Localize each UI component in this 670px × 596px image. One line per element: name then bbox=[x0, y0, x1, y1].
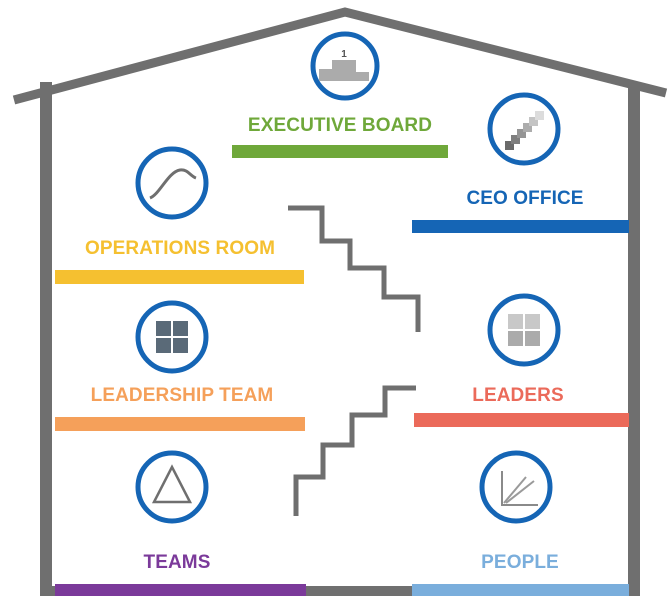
lower-staircase bbox=[293, 385, 416, 516]
operations-room-label: OPERATIONS ROOM bbox=[84, 238, 276, 259]
leaders-floor bbox=[414, 413, 629, 427]
teams-label: TEAMS bbox=[143, 552, 211, 573]
ceo-office-floor bbox=[412, 220, 629, 233]
podium-icon: 1 bbox=[310, 31, 380, 101]
diagonal-lines-icon bbox=[479, 450, 553, 524]
people-floor bbox=[412, 584, 629, 596]
executive-board-label: EXECUTIVE BOARD bbox=[247, 115, 433, 136]
leadership-team-label: LEADERSHIP TEAM bbox=[90, 385, 274, 406]
leaders-label: LEADERS bbox=[472, 385, 564, 406]
people-label: PEOPLE bbox=[481, 552, 559, 573]
upper-staircase bbox=[288, 205, 421, 332]
light-grid-icon bbox=[487, 293, 561, 367]
roof bbox=[12, 7, 668, 105]
dark-grid-icon bbox=[135, 300, 209, 374]
ceo-office-label: CEO OFFICE bbox=[466, 188, 584, 209]
teams-floor bbox=[55, 584, 306, 596]
pencil-icon bbox=[487, 92, 561, 166]
podium-rank-text: 1 bbox=[341, 49, 347, 60]
operations-room-floor bbox=[55, 270, 304, 284]
triangle-icon bbox=[135, 450, 209, 524]
executive-board-floor bbox=[232, 145, 448, 158]
curve-chart-icon bbox=[135, 146, 209, 220]
leadership-team-floor bbox=[55, 417, 305, 431]
